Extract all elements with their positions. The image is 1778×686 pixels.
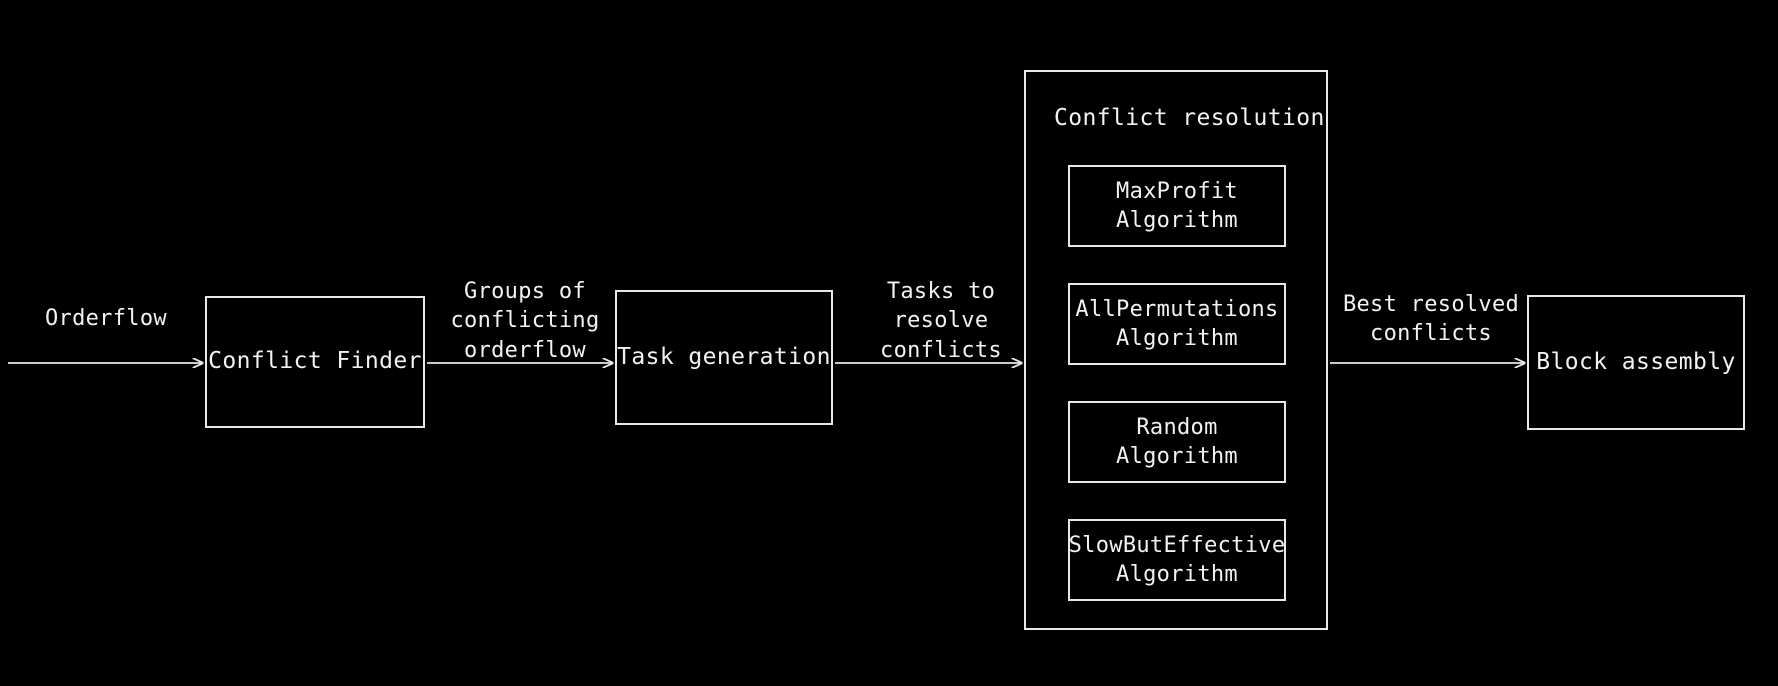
algo-box-allpermutations[interactable]: AllPermutations Algorithm: [1068, 283, 1286, 365]
group-conflict-resolution-title: Conflict resolution: [1054, 105, 1325, 131]
algo-box-allpermutations-label: AllPermutations Algorithm: [1075, 296, 1279, 351]
edge-label-best-resolved-conflicts: Best resolved conflicts: [1342, 292, 1520, 347]
algo-box-maxprofit-label: MaxProfit Algorithm: [1116, 178, 1238, 233]
node-task-generation-label: Task generation: [617, 343, 831, 370]
edge-label-groups-of-conflicting-orderflow: Groups of conflicting orderflow: [450, 279, 600, 363]
node-task-generation[interactable]: Task generation: [615, 290, 833, 425]
edge-label-tasks-to-resolve-conflicts: Tasks to resolve conflicts: [880, 279, 1002, 363]
algo-box-random[interactable]: Random Algorithm: [1068, 401, 1286, 483]
algo-box-maxprofit[interactable]: MaxProfit Algorithm: [1068, 165, 1286, 247]
algo-box-slowbuteffective-label: SlowButEffective Algorithm: [1068, 532, 1286, 587]
node-conflict-finder[interactable]: Conflict Finder: [205, 296, 425, 428]
algo-box-slowbuteffective[interactable]: SlowButEffective Algorithm: [1068, 519, 1286, 601]
algo-box-random-label: Random Algorithm: [1116, 414, 1238, 469]
edge-label-orderflow: Orderflow: [45, 306, 167, 331]
group-conflict-resolution: [1024, 70, 1328, 630]
node-block-assembly[interactable]: Block assembly: [1527, 295, 1745, 430]
node-conflict-finder-label: Conflict Finder: [208, 348, 422, 375]
node-block-assembly-label: Block assembly: [1536, 348, 1736, 375]
